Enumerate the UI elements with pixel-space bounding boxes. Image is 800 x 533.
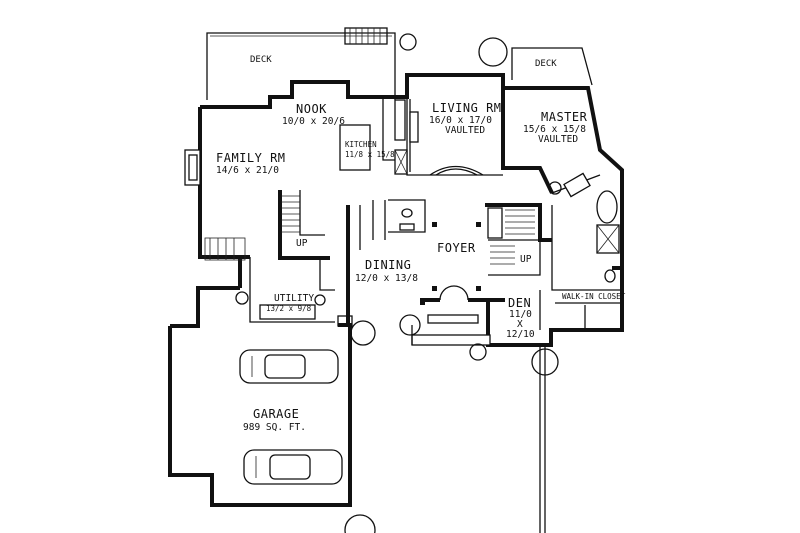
deck-master-label: DECK (535, 59, 557, 69)
living-dims: 16/0 x 17/0 (429, 115, 492, 126)
den-dims-2: 12/10 (506, 329, 535, 340)
nook-dims: 10/0 x 20/6 (282, 116, 345, 127)
dining-dims: 12/0 x 13/8 (355, 273, 418, 284)
den-label: DEN (508, 296, 531, 310)
master-deck (511, 47, 593, 86)
main-deck (206, 27, 396, 100)
master-label: MASTER (541, 110, 588, 124)
trees (344, 33, 562, 533)
family-label: FAMILY RM (216, 151, 286, 165)
stair-up-left: UP (296, 238, 308, 249)
interior-walls (184, 97, 620, 533)
utility-label: UTILITY (274, 293, 314, 304)
master-dims: 15/6 x 15/8 (523, 124, 586, 135)
family-dims: 14/6 x 21/0 (216, 165, 279, 176)
garage-label: GARAGE (253, 407, 299, 421)
kitchen-dims: 11/8 x 15/8 (345, 150, 395, 159)
deck-main-label: DECK (250, 55, 272, 65)
living-label: LIVING RM (432, 101, 502, 115)
den-dims-x: X (517, 319, 523, 330)
nook-label: NOOK (296, 102, 327, 116)
living-note: VAULTED (445, 125, 485, 136)
dining-label: DINING (365, 258, 411, 272)
garage-dims: 989 SQ. FT. (243, 422, 306, 433)
master-note: VAULTED (538, 134, 578, 145)
stair-up-right: UP (520, 254, 532, 265)
car-bottom (243, 449, 343, 485)
closet-label: WALK-IN CLOSET (562, 292, 626, 301)
utility-dims: 13/2 x 9/8 (266, 304, 312, 313)
car-top (239, 349, 339, 384)
room-labels: DECK DECK NOOK 10/0 x 20/6 LIVING RM 16/… (216, 55, 626, 433)
foyer-label: FOYER (437, 241, 476, 255)
exterior-walls (168, 73, 624, 507)
kitchen-label: KITCHEN (345, 140, 377, 149)
den-dims-1: 11/0 (509, 309, 532, 320)
